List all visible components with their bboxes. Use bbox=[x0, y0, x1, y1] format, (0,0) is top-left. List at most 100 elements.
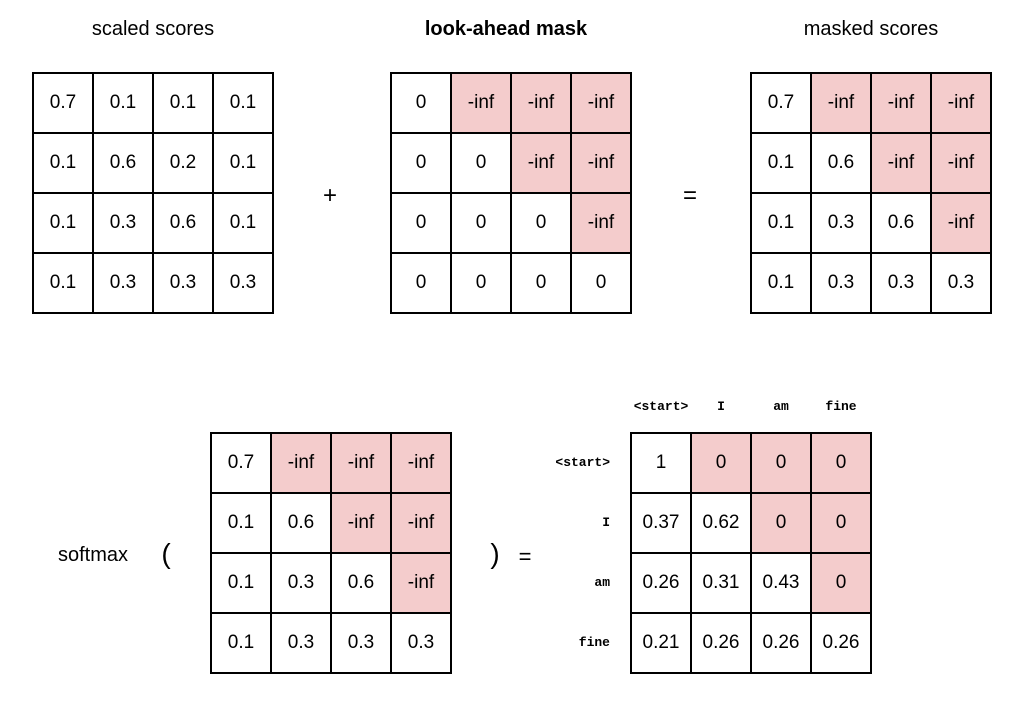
matrix-cell-masked: -inf bbox=[512, 134, 570, 192]
matrix-cell: 0.1 bbox=[94, 74, 152, 132]
matrix-cell: 0.1 bbox=[34, 254, 92, 312]
matrix-cell: 0 bbox=[512, 254, 570, 312]
matrix-cell: 0.3 bbox=[812, 254, 870, 312]
matrix-cell-masked: 0 bbox=[692, 434, 750, 492]
matrix-cell: 0.6 bbox=[272, 494, 330, 552]
row-label-i: I bbox=[602, 515, 610, 530]
col-label-start: <start> bbox=[633, 399, 689, 414]
matrix-cell: 0.7 bbox=[752, 74, 810, 132]
matrix-cell: 0.31 bbox=[692, 554, 750, 612]
matrix-cell-masked: -inf bbox=[392, 494, 450, 552]
matrix-cell: 1 bbox=[632, 434, 690, 492]
matrix-cell: 0.7 bbox=[34, 74, 92, 132]
matrix-cell: 0.1 bbox=[214, 194, 272, 252]
row-label-am: am bbox=[594, 575, 610, 590]
matrix-cell: 0.1 bbox=[752, 134, 810, 192]
scaled-scores-title: scaled scores bbox=[91, 18, 215, 40]
matrix-cell: 0.1 bbox=[214, 134, 272, 192]
equals-operator-top: = bbox=[682, 182, 697, 209]
matrix-cell: 0 bbox=[392, 74, 450, 132]
matrix-cell: 0 bbox=[392, 254, 450, 312]
col-label-i: I bbox=[717, 399, 725, 414]
matrix-cell: 0.2 bbox=[154, 134, 212, 192]
matrix-cell: 0 bbox=[452, 254, 510, 312]
matrix-cell: 0.3 bbox=[332, 614, 390, 672]
matrix-cell: 0 bbox=[452, 134, 510, 192]
matrix-cell: 0.1 bbox=[752, 194, 810, 252]
matrix-cell: 0.1 bbox=[34, 134, 92, 192]
matrix-cell-masked: -inf bbox=[932, 134, 990, 192]
matrix-cell: 0.1 bbox=[154, 74, 212, 132]
matrix-cell: 0.21 bbox=[632, 614, 690, 672]
matrix-cell: 0 bbox=[512, 194, 570, 252]
matrix-cell-masked: -inf bbox=[452, 74, 510, 132]
matrix-cell-masked: 0 bbox=[752, 434, 810, 492]
matrix-cell: 0.26 bbox=[812, 614, 870, 672]
matrix-cell-masked: -inf bbox=[872, 74, 930, 132]
matrix-cell: 0.6 bbox=[812, 134, 870, 192]
matrix-cell: 0.6 bbox=[872, 194, 930, 252]
matrix-cell: 0.1 bbox=[212, 494, 270, 552]
matrix-cell: 0.43 bbox=[752, 554, 810, 612]
matrix-cell: 0.3 bbox=[872, 254, 930, 312]
matrix-cell-masked: 0 bbox=[812, 434, 870, 492]
matrix-cell-masked: -inf bbox=[392, 554, 450, 612]
matrix-cell: 0.1 bbox=[212, 554, 270, 612]
matrix-cell: 0 bbox=[392, 194, 450, 252]
matrix-cell-masked: -inf bbox=[332, 434, 390, 492]
matrix-cell-masked: -inf bbox=[392, 434, 450, 492]
matrix-cell: 0.3 bbox=[94, 194, 152, 252]
matrix-cell-masked: -inf bbox=[812, 74, 870, 132]
matrix-cell: 0.6 bbox=[94, 134, 152, 192]
row-label-start: <start> bbox=[555, 455, 610, 470]
open-paren: ( bbox=[161, 538, 171, 569]
matrix-cell: 0.3 bbox=[392, 614, 450, 672]
matrix-cell: 0 bbox=[572, 254, 630, 312]
matrix-cell-masked: 0 bbox=[812, 494, 870, 552]
matrix-cell-masked: -inf bbox=[572, 134, 630, 192]
matrix-cell: 0.3 bbox=[94, 254, 152, 312]
matrix-cell-masked: -inf bbox=[572, 194, 630, 252]
matrix-cell: 0.26 bbox=[752, 614, 810, 672]
matrix-cell-masked: 0 bbox=[812, 554, 870, 612]
matrix-cell: 0 bbox=[392, 134, 450, 192]
col-label-am: am bbox=[773, 399, 789, 414]
matrix-cell: 0.3 bbox=[272, 614, 330, 672]
matrix-cell: 0.1 bbox=[212, 614, 270, 672]
matrix-cell: 0.3 bbox=[214, 254, 272, 312]
matrix-cell: 0 bbox=[452, 194, 510, 252]
matrix-cell: 0.3 bbox=[932, 254, 990, 312]
matrix-cell-masked: 0 bbox=[752, 494, 810, 552]
close-paren: ) bbox=[490, 538, 500, 569]
look-ahead-mask-title: look-ahead mask bbox=[424, 18, 588, 40]
matrix-cell-masked: -inf bbox=[272, 434, 330, 492]
plus-operator: + bbox=[322, 182, 337, 209]
equals-operator-bottom: = bbox=[518, 544, 532, 569]
matrix-cell: 0.1 bbox=[214, 74, 272, 132]
matrix-cell-masked: -inf bbox=[512, 74, 570, 132]
matrix-cell: 0.6 bbox=[154, 194, 212, 252]
matrix-cell-masked: -inf bbox=[932, 194, 990, 252]
matrix-cell: 0.3 bbox=[272, 554, 330, 612]
matrix-cell: 0.37 bbox=[632, 494, 690, 552]
matrix-cell: 0.3 bbox=[154, 254, 212, 312]
matrix-cell-masked: -inf bbox=[872, 134, 930, 192]
softmax-label: softmax bbox=[57, 544, 129, 566]
matrix-cell-masked: -inf bbox=[572, 74, 630, 132]
matrix-cell: 0.7 bbox=[212, 434, 270, 492]
col-label-fine: fine bbox=[825, 399, 857, 414]
masked-scores-title: masked scores bbox=[803, 18, 939, 40]
matrix-cell: 0.1 bbox=[34, 194, 92, 252]
row-label-fine: fine bbox=[578, 635, 610, 650]
matrix-cell: 0.6 bbox=[332, 554, 390, 612]
matrix-cell: 0.26 bbox=[692, 614, 750, 672]
matrix-cell-masked: -inf bbox=[932, 74, 990, 132]
matrix-cell: 0.1 bbox=[752, 254, 810, 312]
matrix-cell: 0.26 bbox=[632, 554, 690, 612]
